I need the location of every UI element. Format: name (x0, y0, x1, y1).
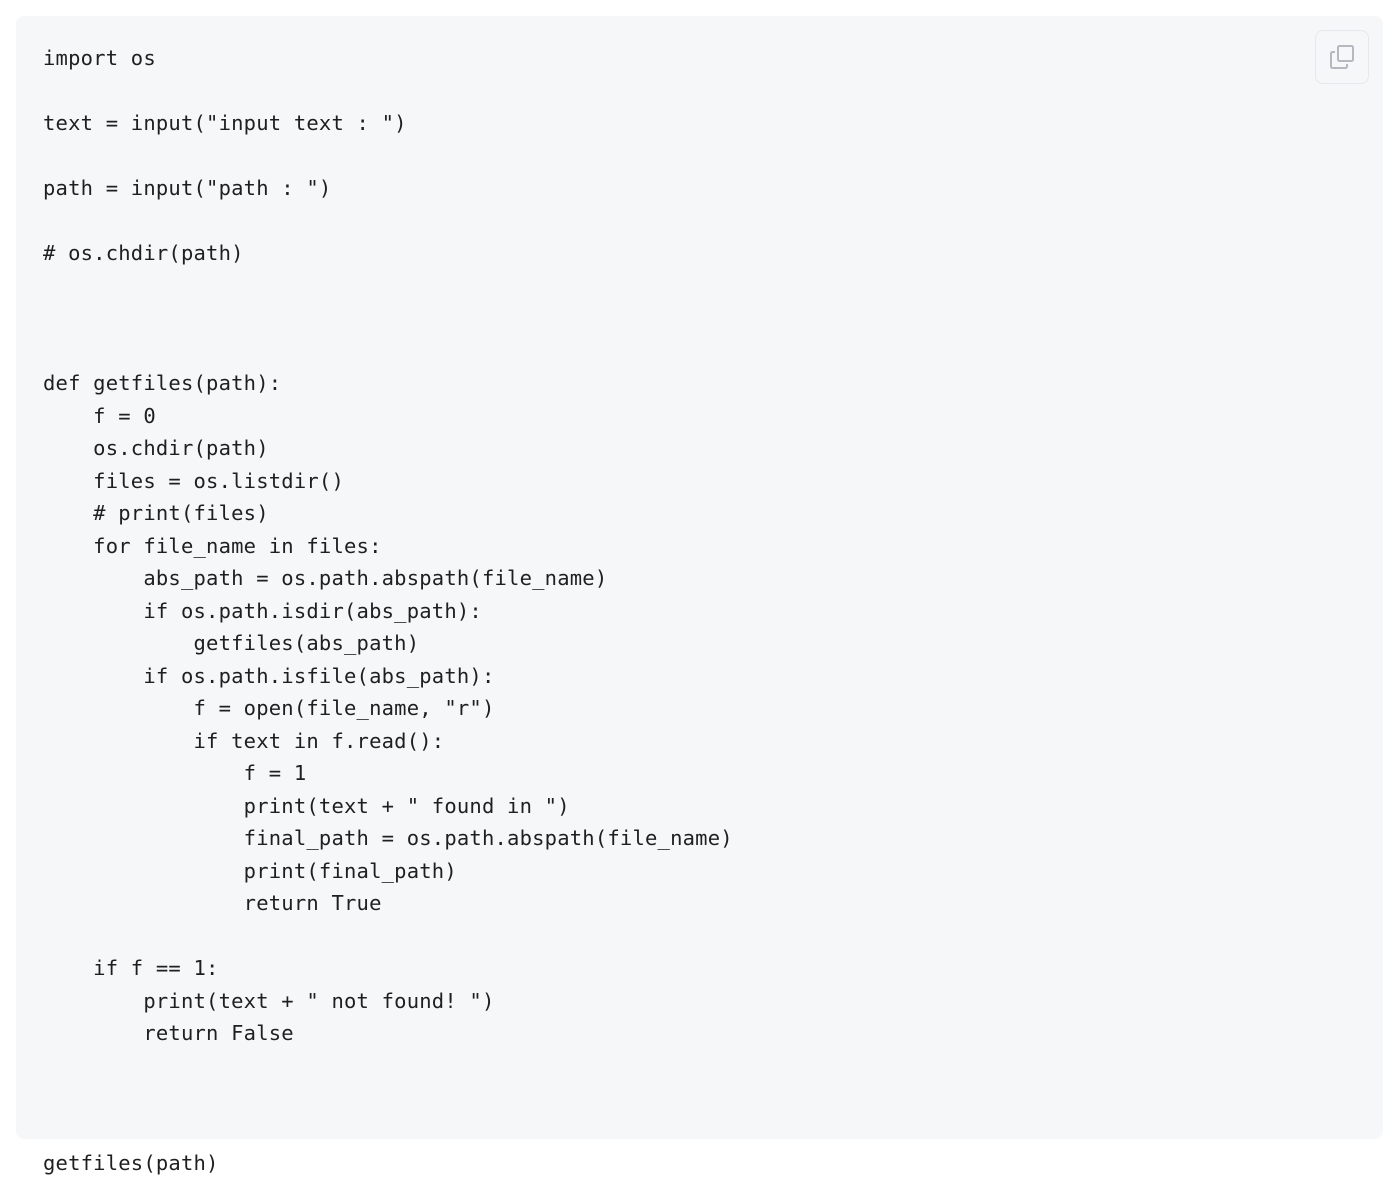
code-block: import os text = input("input text : ") pa… (16, 16, 1383, 1175)
code-line: f = open(file_name, "r") (43, 696, 495, 720)
code-line: return False (43, 1021, 294, 1045)
code-line (43, 140, 733, 173)
code-line: # os.chdir(path) (43, 241, 244, 265)
code-line (43, 1050, 733, 1083)
code-line: getfiles(abs_path) (43, 631, 420, 655)
code-line (43, 75, 733, 108)
code-line (43, 920, 733, 953)
code-line: if f == 1: (43, 956, 219, 980)
code-line: # print(files) (43, 501, 269, 525)
code-line: os.chdir(path) (43, 436, 269, 460)
code-line: text = input("input text : ") (43, 111, 407, 135)
code-content: import os text = input("input text : ") pa… (43, 42, 733, 1180)
code-line: for file_name in files: (43, 533, 382, 558)
code-line: if text in f.read(): (43, 728, 445, 753)
code-line: f = 0 (43, 403, 156, 428)
code-line (43, 270, 733, 303)
code-line: f = 1 (43, 761, 307, 785)
code-line (43, 302, 733, 335)
code-line: def getfiles(path): (43, 371, 282, 395)
code-line: print(final_path) (43, 858, 457, 883)
code-line: if os.path.isdir(abs_path): (43, 598, 482, 623)
copy-button[interactable] (1315, 30, 1369, 84)
code-line: path = input("path : ") (43, 176, 332, 200)
code-line (43, 1115, 733, 1148)
code-line: abs_path = os.path.abspath(file_name) (43, 566, 608, 590)
code-line: return True (43, 891, 382, 915)
copy-icon (1330, 45, 1354, 69)
code-line: import os (43, 46, 156, 70)
code-line (43, 205, 733, 238)
code-line: getfiles(path) (43, 1151, 219, 1175)
code-line (43, 1082, 733, 1115)
code-line: print(text + " not found! ") (43, 988, 495, 1013)
code-line: print(text + " found in ") (43, 793, 570, 818)
code-line: files = os.listdir() (43, 468, 345, 493)
code-line: final_path = os.path.abspath(file_name) (43, 826, 733, 850)
code-line (43, 335, 733, 368)
code-line: if os.path.isfile(abs_path): (43, 663, 495, 688)
